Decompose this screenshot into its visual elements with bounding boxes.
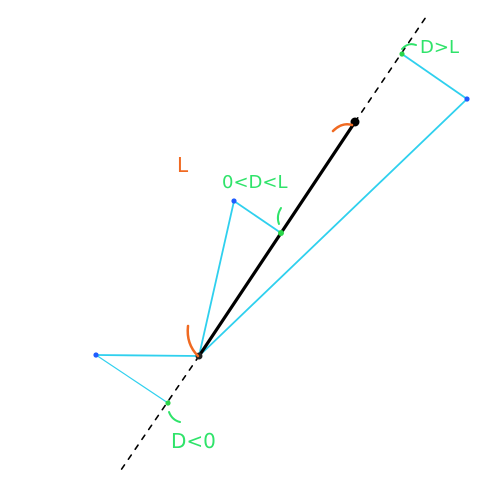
extended-line-upper (354, 13, 429, 123)
sample-point-near (93, 352, 99, 358)
projected-point-far (399, 51, 405, 57)
projection-far-point (401, 53, 468, 100)
angle-mark-start (186, 324, 200, 358)
projection-near-point (95, 354, 169, 404)
vector-to-near-point (95, 354, 200, 357)
bracket-mark-near (168, 411, 181, 423)
angle-mark-end (331, 123, 354, 133)
region-label-between: 0<D<L (222, 172, 288, 193)
vector-to-far-point (198, 98, 468, 357)
region-label-after: D>L (420, 37, 459, 58)
projected-point-near (165, 400, 171, 406)
line-segment (197, 120, 357, 358)
projection-mid-point (233, 200, 282, 234)
projected-point-mid (278, 230, 284, 236)
sample-point-mid (231, 198, 237, 204)
region-label-before: D<0 (171, 429, 216, 453)
length-label: L (177, 153, 189, 177)
bracket-mark-far (401, 43, 417, 50)
sample-point-far (464, 96, 470, 102)
vector-to-mid-point (198, 200, 235, 357)
bracket-mark-mid (276, 207, 282, 225)
